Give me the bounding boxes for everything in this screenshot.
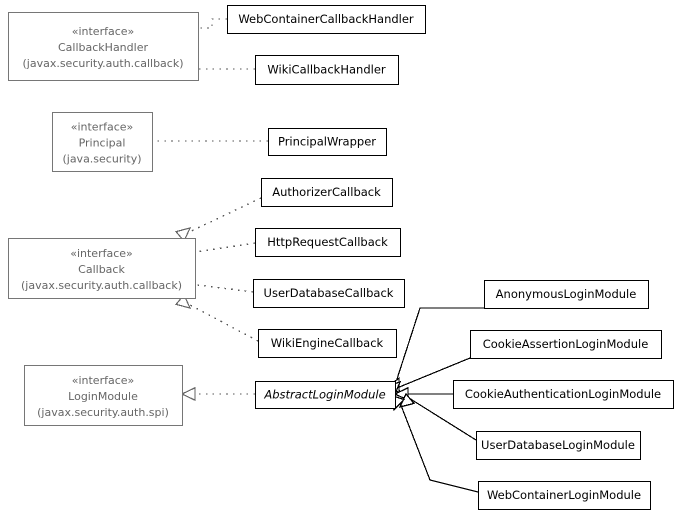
interface-stereotype: «interface» [70,247,133,260]
class-box-principalwrapper[interactable]: PrincipalWrapper [267,127,388,157]
class-name-label: WikiEngineCallback [271,336,384,350]
interface-package: (javax.security.auth.callback) [21,279,182,292]
interface-name: CallbackHandler [58,41,148,54]
class-box-wikienginecallback[interactable]: WikiEngineCallback [257,328,398,359]
interface-package: (java.security) [62,153,141,166]
class-name-label: AnonymousLoginModule [496,287,637,301]
class-box-cookieauthenticationloginmodule[interactable]: CookieAuthenticationLoginModule [452,379,675,410]
interface-package: (javax.security.auth.callback) [22,57,183,70]
class-box-webcontainercallbackhandler[interactable]: WebContainerCallbackHandler [226,4,427,35]
class-name-label: WebContainerCallbackHandler [238,12,414,26]
interface-box-callbackhandler[interactable]: «interface» CallbackHandler (javax.securit… [7,11,200,82]
class-box-userdatabaseloginmodule[interactable]: UserDatabaseLoginModule [475,430,642,461]
class-box-httprequestcallback[interactable]: HttpRequestCallback [254,227,402,258]
relation-authorizercallback-to-callback [174,197,262,243]
interface-stereotype: «interface» [72,25,135,38]
interface-name: Principal [79,137,126,150]
nodes-layer: «interface» CallbackHandler (javax.securit… [7,4,675,511]
interface-box-principal[interactable]: «interface» Principal (java.security) [51,111,154,173]
class-box-anonymousloginmodule[interactable]: AnonymousLoginModule [483,279,650,310]
class-name-label: UserDatabaseLoginModule [481,438,635,452]
class-name-label: CookieAssertionLoginModule [483,337,649,351]
interface-stereotype: «interface» [72,374,135,387]
relation-webcontainerloginmodule-to-abstractloginmodule [391,394,479,493]
class-name-label: HttpRequestCallback [267,235,388,249]
class-box-authorizercallback[interactable]: AuthorizerCallback [260,177,394,208]
class-box-wikicallbackhandler[interactable]: WikiCallbackHandler [254,54,400,86]
interface-name: LoginModule [68,390,138,403]
class-box-userdatabasecallback[interactable]: UserDatabaseCallback [252,278,406,309]
class-box-cookieassertionloginmodule[interactable]: CookieAssertionLoginModule [469,329,663,360]
interface-name: Callback [78,263,125,276]
class-box-webcontainerloginmodule[interactable]: WebContainerLoginModule [477,480,652,511]
relation-wikienginecallback-to-callback [174,293,259,342]
interface-stereotype: «interface» [71,121,134,134]
relation-principalwrapper-to-principal [138,133,268,149]
interface-box-loginmodule[interactable]: «interface» LoginModule (javax.security.au… [23,364,184,427]
relation-abstractloginmodule-to-loginmodule [180,386,255,402]
class-box-abstractloginmodule[interactable]: AbstractLoginModule [254,380,397,410]
class-name-label: AuthorizerCallback [272,185,381,199]
class-name-label: CookieAuthenticationLoginModule [465,387,661,401]
class-name-label: WikiCallbackHandler [267,63,386,77]
class-name-label: PrincipalWrapper [278,135,376,149]
relation-anonymousloginmodule-to-abstractloginmodule [386,307,484,394]
interface-box-callback[interactable]: «interface» Callback (javax.security.auth.… [7,237,197,300]
class-name-label: UserDatabaseCallback [264,286,394,300]
class-name-label: WebContainerLoginModule [487,488,641,502]
interface-package: (javax.security.auth.spi) [37,406,169,419]
class-name-label: AbstractLoginModule [263,388,385,402]
